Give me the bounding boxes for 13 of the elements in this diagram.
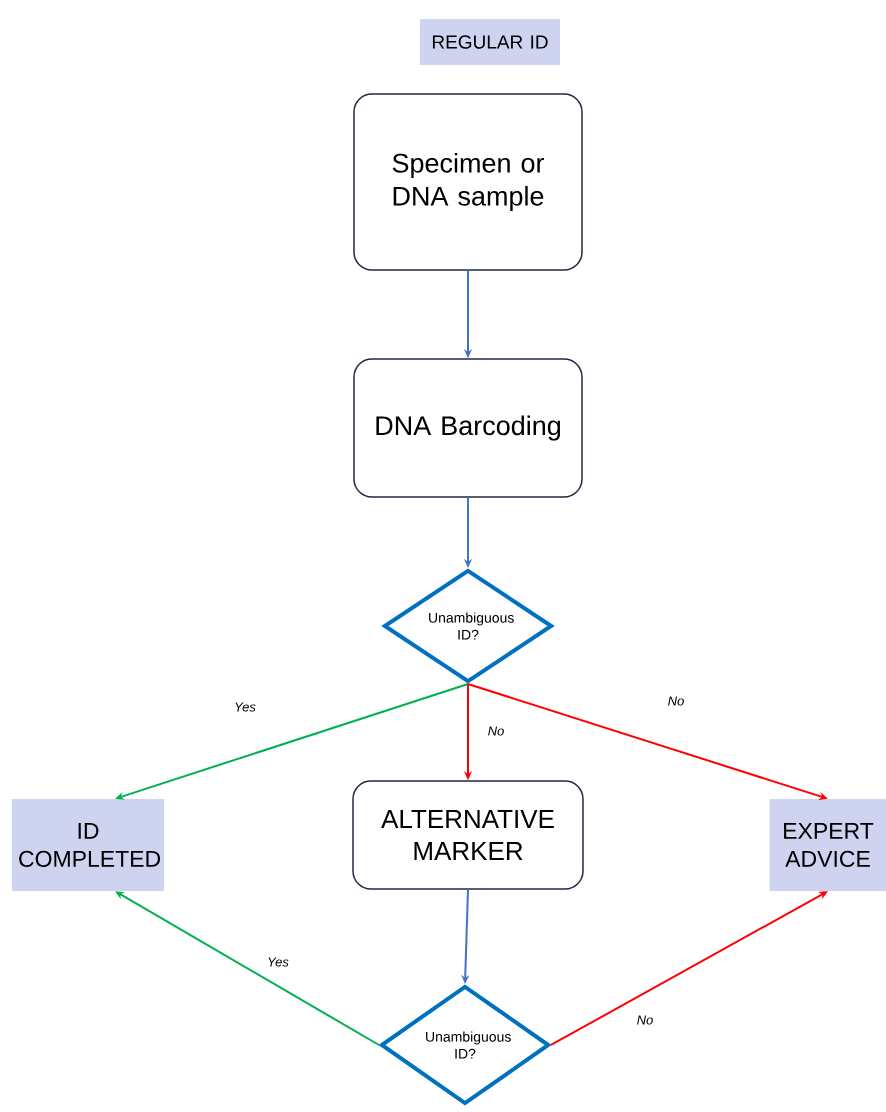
edge-label: Yes (233, 701, 257, 713)
process-box: DNA Barcoding (353, 358, 583, 498)
process-box: ALTERNATIVE MARKER (352, 780, 584, 890)
result-box: EXPERT ADVICE (769, 799, 886, 891)
edge-label: No (486, 725, 506, 737)
result-box: REGULAR ID (420, 19, 560, 65)
arrow (115, 891, 380, 1046)
edge-label: No (635, 1014, 655, 1026)
edge-label: No (666, 695, 686, 707)
process-box: Specimen or DNA sample (353, 93, 583, 271)
result-box: ID COMPLETED (12, 799, 164, 891)
edge-label: Yes (266, 956, 290, 968)
arrow (550, 891, 828, 1046)
